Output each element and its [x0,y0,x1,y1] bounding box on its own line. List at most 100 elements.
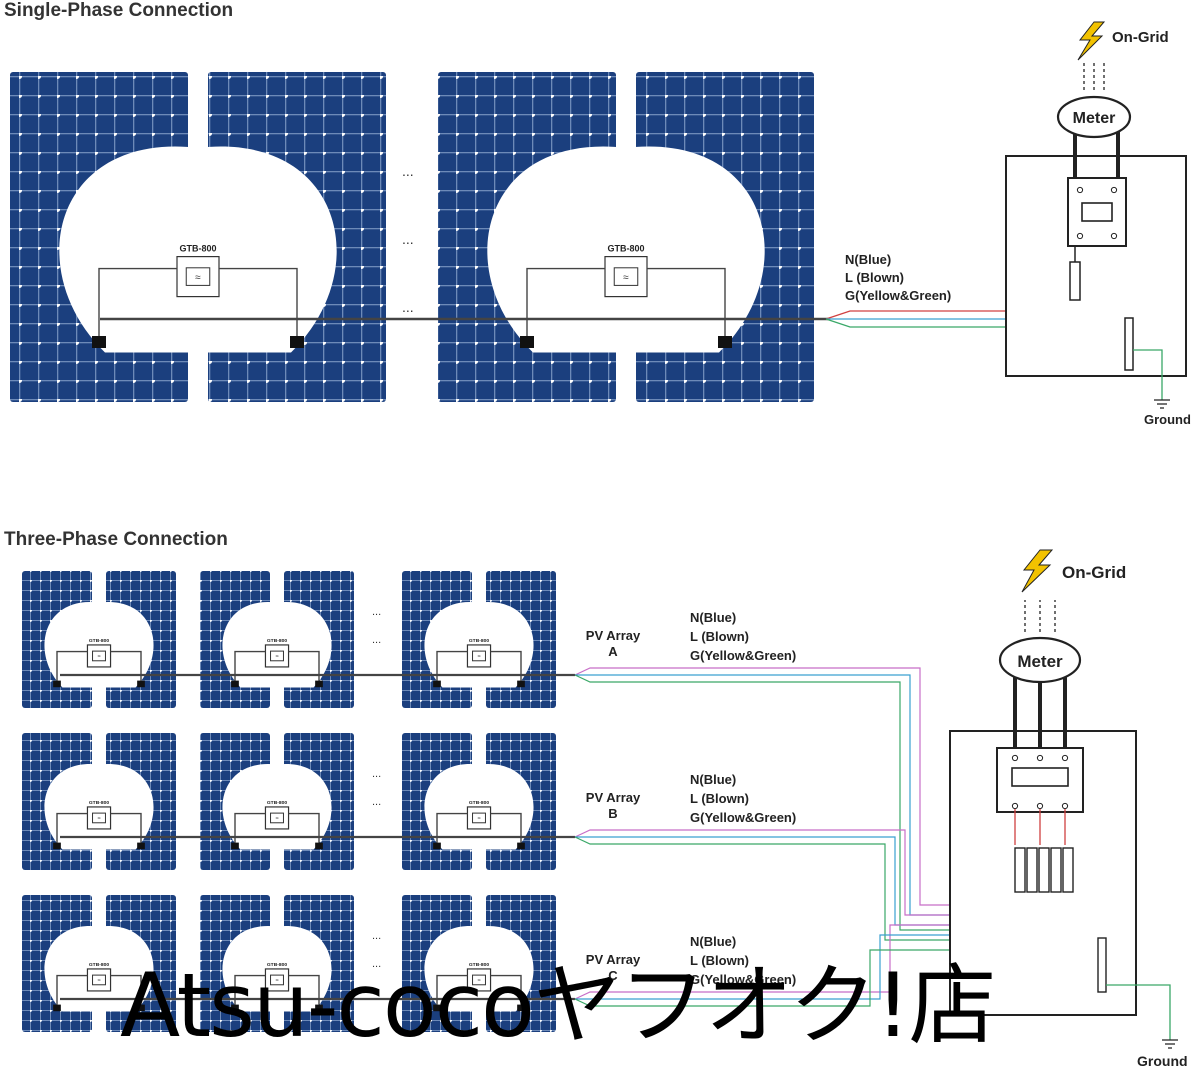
inverter-label: GTB-800 [267,638,288,644]
inverter-label: GTB-800 [267,800,288,806]
junction-box-right [315,680,323,688]
inverter-label: GTB-800 [469,800,490,806]
ground-bar [1097,937,1107,993]
three-phase-title: Three-Phase Connection [4,529,228,550]
junction-box-right [137,1004,145,1012]
continuation-dots: ... [402,163,414,179]
dc-lead-right [288,974,320,1005]
micro-inverter: ≈ GTB-800 [433,800,525,850]
panel-cutout [487,146,765,353]
junction-box-left [53,680,61,688]
junction-box-right [137,842,145,850]
inverter-label: GTB-800 [469,962,490,968]
junction-box-right [517,680,525,688]
ac-symbol-icon: ≈ [195,273,201,284]
dc-lead-right [288,650,320,681]
inverter-label: GTB-800 [89,800,110,806]
dc-lead-right [219,267,298,336]
wire-label: N(Blue) [690,934,736,949]
terminal-icon [1061,754,1069,762]
continuation-dots: ... [372,768,381,780]
ac-symbol-icon: ≈ [97,978,100,984]
array-0-panel-pair-2: ≈ GTB-800 [200,571,354,708]
micro-inverter: ≈GTB-800 [92,244,304,348]
inverter-window [270,650,284,662]
terminal-icon [1011,802,1019,810]
ac-symbol-icon: ≈ [477,816,480,822]
ac-symbol-icon: ≈ [275,654,278,660]
dc-lead-left [56,812,88,843]
ac-symbol-icon: ≈ [623,273,629,284]
dc-lead-right [110,650,142,681]
ground-bar [1124,317,1134,371]
fuse-icon [1014,847,1026,893]
inverter-window [92,974,106,986]
terminal-icon [1011,754,1019,762]
inverter-window [472,974,486,986]
single-phase-title: Single-Phase Connection [4,0,234,21]
breaker-display [1081,202,1113,222]
ac-symbol-icon: ≈ [97,816,100,822]
dc-lead-left [234,974,266,1005]
wire-label: G(Yellow&Green) [845,288,951,303]
dc-lead-right [110,974,142,1005]
grid-lines [1083,62,1105,90]
wire-ground [574,949,1072,1007]
fuse-icon [1026,847,1038,893]
panel-pair-1: ≈GTB-800 [10,72,386,402]
micro-inverter: ≈ GTB-800 [231,800,323,850]
ground-label: Ground [1137,1053,1188,1069]
junction-box-left [433,842,441,850]
inverter-window [472,812,486,824]
junction-box-right [517,1004,525,1012]
ground-wire [1106,984,1171,1040]
dc-lead-right [110,812,142,843]
dc-lead-left [98,267,177,336]
dc-lead-left [56,650,88,681]
array-2-panel-pair-3: ≈ GTB-800 [402,895,556,1032]
junction-box-left [433,680,441,688]
micro-inverter: ≈GTB-800 [231,962,323,1012]
array-2-panel-pair-1: ≈ GTB-800 [22,895,176,1032]
junction-box-left [53,842,61,850]
watermark-text: Atsu-cocoヤフオク!店 [120,954,996,1057]
ground-symbol-icon [1154,399,1170,409]
fuse-icon [1050,847,1062,893]
meter-label: Meter [1073,110,1116,127]
ground-symbol-icon [1162,1039,1178,1049]
meter-label: Meter [1017,652,1063,671]
inverter-label: GTB-800 [267,962,288,968]
meter-icon [998,636,1082,684]
junction-box-left [231,680,239,688]
wire-live [574,924,1039,1000]
continuation-dots: ... [402,299,414,315]
wire-label: N(Blue) [690,610,736,625]
dc-lead-right [647,267,726,336]
dc-lead-right [490,974,522,1005]
continuation-dots: ... [372,634,381,646]
array-name: PV Array [586,628,641,643]
terminal-icon [1076,232,1084,240]
dc-lead-left [526,267,605,336]
terminal-icon [1110,232,1118,240]
lightning-bolt-icon [1077,21,1106,61]
wire-label: G(Yellow&Green) [690,810,796,825]
wire-label: L (Blown) [690,629,749,644]
breaker-display [1011,767,1069,787]
ac-symbol-icon: ≈ [477,978,480,984]
array-0-panel-pair-1: ≈GTB-800 [22,571,176,708]
ac-symbol-icon: ≈ [275,816,278,822]
wire-label: L (Blown) [690,953,749,968]
ac-symbol-icon: ≈ [477,654,480,660]
micro-inverter: ≈GTB-800 [433,638,525,688]
ac-symbol-icon: ≈ [97,654,100,660]
inverter-label: GTB-800 [89,962,110,968]
fuse-icon [1069,261,1081,301]
grid-label: On-Grid [1062,563,1126,582]
junction-box-right [718,336,732,348]
array-id: B [608,806,617,821]
junction-box-left [433,1004,441,1012]
array-1-panel-pair-2: ≈ GTB-800 [200,733,354,870]
micro-inverter: ≈ GTB-800 [231,638,323,688]
